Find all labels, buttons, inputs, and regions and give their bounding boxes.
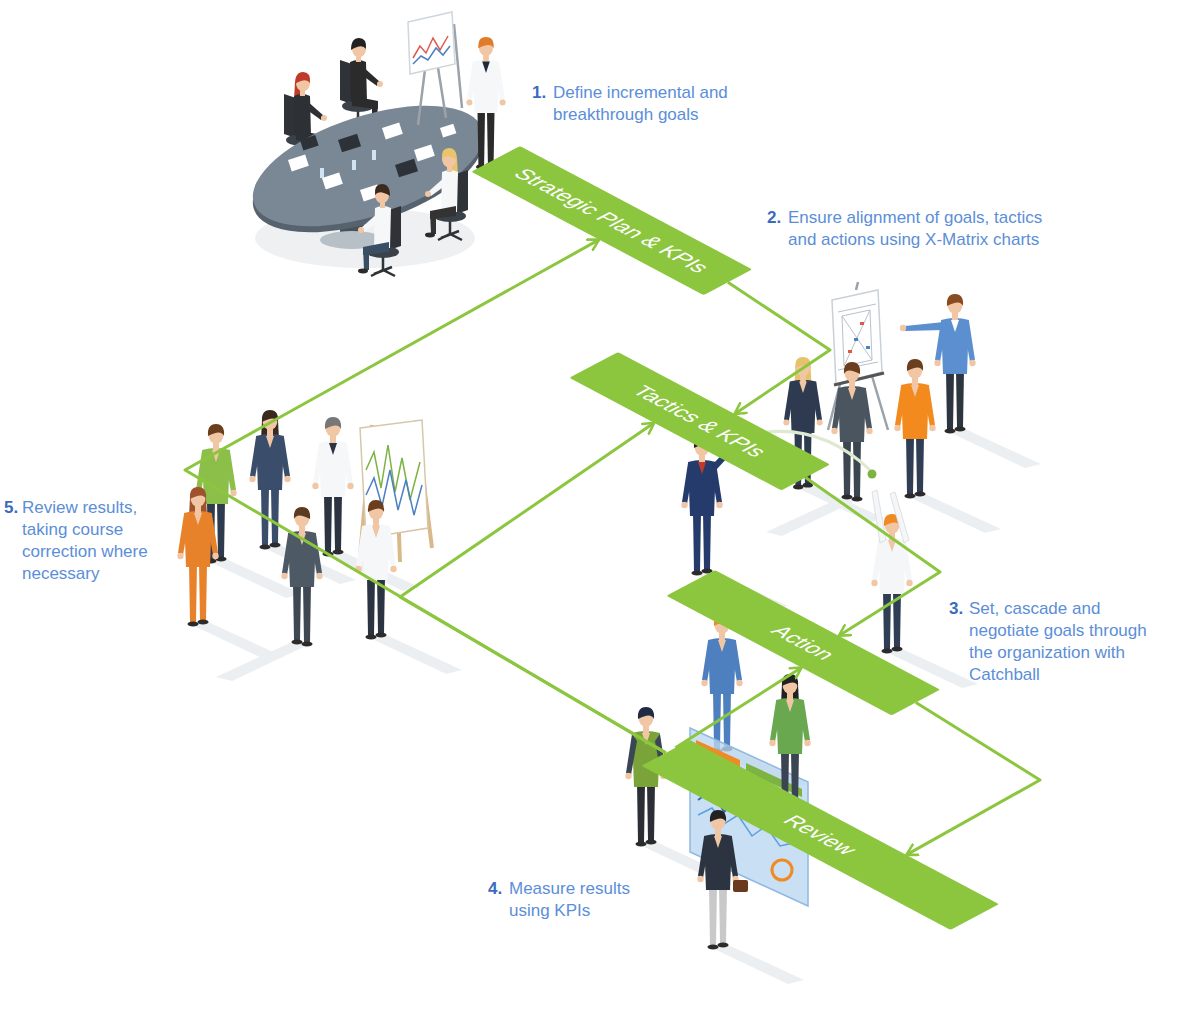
flow-band: Action [666, 570, 940, 715]
step-caption: Measure results using KPIs [509, 878, 644, 922]
laptops [300, 134, 418, 178]
briefcase [733, 880, 748, 892]
flow-band: Tactics & KPIs [569, 352, 829, 490]
hand [900, 325, 906, 331]
pointing-arm [905, 322, 944, 331]
flow-arrow [400, 423, 666, 753]
flow-arrow [185, 240, 666, 753]
callout-number: 2. [767, 207, 781, 229]
xmatrix-scene [766, 282, 1041, 536]
step-caption: Set, cascade and negotiate goals through… [969, 598, 1161, 686]
band-label: Tactics & KPIs [608, 373, 790, 470]
flow-arrow [728, 282, 830, 414]
callout-number: 5. [4, 497, 18, 519]
dashboard-gauge [772, 860, 792, 880]
meeting-table-scene [238, 12, 567, 276]
person [177, 487, 284, 661]
flow-arrow [806, 477, 940, 635]
callout-number: 1. [532, 82, 546, 104]
person [216, 507, 323, 681]
ball [868, 470, 877, 479]
flow-band: Strategic Plan & KPIs [471, 146, 752, 295]
person [934, 294, 1041, 468]
callout-number: 4. [488, 878, 502, 900]
step-caption: Define incremental and breakthrough goal… [553, 82, 753, 126]
person [355, 500, 462, 674]
raised-arms [872, 490, 909, 543]
band-label: Review [759, 803, 881, 868]
step-caption: Review results, taking course correction… [22, 497, 162, 585]
flow-arrow [906, 702, 1040, 854]
water-bottles [320, 150, 376, 178]
seated-person [358, 184, 401, 276]
band-label: Action [747, 613, 859, 673]
callout-number: 3. [949, 598, 963, 620]
flow-band: Review [641, 740, 999, 930]
seated-person [425, 148, 468, 240]
band-label: Strategic Plan & KPIs [490, 156, 734, 286]
flipchart [408, 12, 462, 125]
flow-arrow [675, 668, 801, 748]
step-caption: Ensure alignment of goals, tactics and a… [788, 207, 1058, 251]
